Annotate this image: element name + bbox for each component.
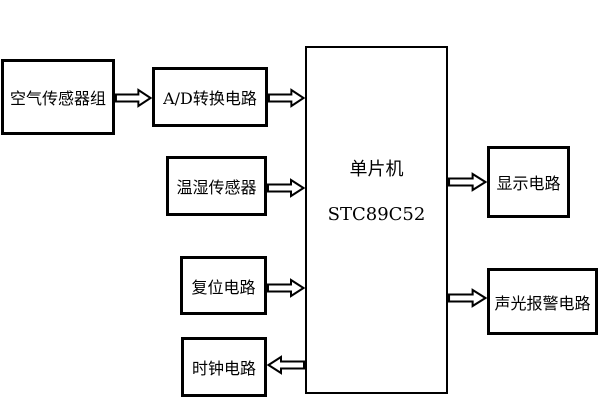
- block-reset-circuit: 复位电路: [180, 256, 267, 315]
- block-clock-circuit-label: 时钟电路: [191, 359, 256, 378]
- block-reset-circuit-label: 复位电路: [191, 277, 256, 297]
- block-sound-light-alarm-circuit: 声光报警电路: [487, 268, 598, 335]
- block-air-sensor-group-label: 空气传感器组: [9, 89, 106, 108]
- block-sound-light-alarm-circuit-label: 声光报警电路: [494, 293, 591, 313]
- block-display-circuit: 显示电路: [487, 146, 570, 218]
- arrow-mcu-to-clock-circuit: [267, 355, 305, 375]
- arrow-ad-converter-to-mcu: [268, 88, 305, 108]
- arrow-mcu-to-alarm-circuit: [448, 288, 487, 308]
- block-air-sensor-group: 空气传感器组: [1, 59, 115, 135]
- arrow-temp-humidity-sensor-to-mcu: [267, 178, 305, 198]
- block-temp-humidity-sensor-label: 温湿传感器: [176, 178, 257, 197]
- block-ad-converter-circuit-label: A/D转换电路: [163, 89, 257, 108]
- block-clock-circuit: 时钟电路: [181, 337, 267, 397]
- mcu-label-line1: 单片机: [349, 159, 404, 180]
- arrow-air-sensor-to-ad-converter: [115, 88, 152, 108]
- arrow-reset-circuit-to-mcu: [267, 278, 305, 298]
- block-mcu-stc89c52: 单片机 STC89C52: [305, 46, 448, 394]
- arrow-mcu-to-display-circuit: [448, 172, 487, 192]
- mcu-label: 单片机 STC89C52: [307, 48, 446, 237]
- block-display-circuit-label: 显示电路: [496, 174, 561, 193]
- block-temp-humidity-sensor: 温湿传感器: [166, 156, 267, 216]
- block-ad-converter-circuit: A/D转换电路: [152, 67, 268, 127]
- mcu-label-line2: STC89C52: [327, 204, 426, 225]
